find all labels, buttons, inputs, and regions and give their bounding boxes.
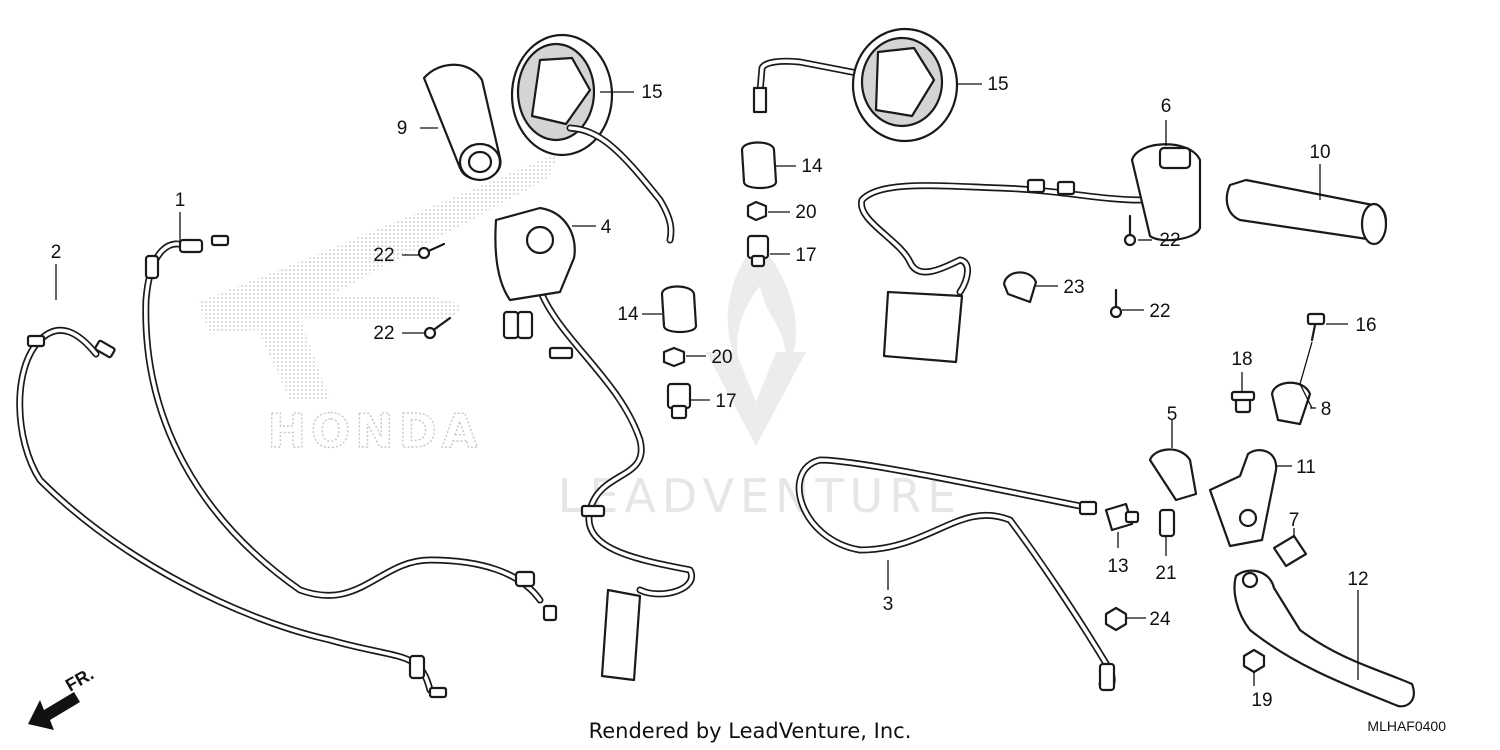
part-21-locknut[interactable] [1158, 508, 1176, 538]
callout-22-upper-right[interactable]: 22 [1159, 230, 1180, 251]
part-22-screw-lower-right[interactable] [1109, 288, 1123, 319]
callout-17-upper[interactable]: 17 [795, 245, 816, 266]
callout-5[interactable]: 5 [1167, 404, 1178, 425]
part-16-bolt[interactable] [1306, 312, 1326, 342]
honda-wing-logo: HONDA [198, 152, 560, 459]
part-15-left-mirror[interactable] [510, 33, 675, 244]
watermark: LEADVENTURE [558, 240, 956, 523]
part-3-brake-cable[interactable] [795, 456, 1116, 692]
watermark-flame-icon [727, 240, 797, 372]
part-6-right-switch[interactable] [858, 143, 1202, 364]
part-14-lower-cap[interactable] [660, 285, 698, 334]
callout-8[interactable]: 8 [1321, 399, 1332, 420]
part-22-screw-upper-left[interactable] [417, 242, 446, 260]
callout-20-lower[interactable]: 20 [711, 347, 732, 368]
callout-13[interactable]: 13 [1107, 556, 1128, 577]
part-4-left-switch[interactable] [494, 206, 696, 682]
part-1-throttle-cable[interactable] [142, 234, 558, 622]
part-14-upper-cap[interactable] [740, 141, 778, 190]
part-24-nut[interactable] [1104, 606, 1128, 632]
watermark-v-icon [706, 352, 806, 446]
part-22-screw-upper-right[interactable] [1123, 214, 1137, 247]
callout-11[interactable]: 11 [1296, 457, 1316, 478]
part-12-clutch-lever[interactable] [1233, 569, 1415, 708]
callout-14-lower[interactable]: 14 [617, 304, 639, 325]
part-22-screw-lower-left[interactable] [423, 316, 452, 340]
front-arrow-icon [28, 692, 80, 730]
part-19-nut[interactable] [1242, 648, 1266, 674]
callout-1[interactable]: 1 [175, 190, 186, 211]
front-direction-indicator: FR. [28, 664, 97, 730]
callout-15-right[interactable]: 15 [987, 74, 1008, 95]
callout-22-lower-right[interactable]: 22 [1149, 301, 1170, 322]
callout-14-upper[interactable]: 14 [801, 156, 823, 177]
callout-20-upper[interactable]: 20 [795, 202, 816, 223]
callout-12[interactable]: 12 [1347, 569, 1368, 590]
part-17-upper-adapter[interactable] [746, 234, 770, 268]
part-23-clamp[interactable] [1002, 271, 1038, 304]
callout-7[interactable]: 7 [1289, 510, 1300, 531]
leader-lines [55, 83, 1359, 686]
diagram-code: MLHAF0400 [1367, 718, 1446, 734]
part-8-holder[interactable] [1270, 381, 1312, 426]
callout-23[interactable]: 23 [1063, 277, 1084, 298]
callout-15-left[interactable]: 15 [641, 82, 662, 103]
rendered-by-text: Rendered by LeadVenture, Inc. [589, 719, 912, 743]
callout-16[interactable]: 16 [1355, 315, 1376, 336]
honda-logo-text: HONDA [268, 404, 483, 458]
callout-3[interactable]: 3 [883, 594, 894, 615]
callouts: 1 2 3 4 5 6 7 8 9 10 11 12 13 14 14 15 1… [51, 74, 1377, 711]
part-9-left-grip[interactable] [422, 63, 502, 182]
part-7-switch[interactable] [1272, 534, 1308, 568]
callout-9[interactable]: 9 [397, 118, 408, 139]
part-10-right-grip[interactable] [1225, 178, 1388, 246]
part-18-bolt[interactable] [1230, 390, 1256, 414]
callout-17-lower[interactable]: 17 [715, 391, 736, 412]
wing-icon [198, 152, 560, 400]
part-17-lower-adapter[interactable] [666, 382, 692, 420]
callout-4[interactable]: 4 [601, 217, 612, 238]
part-20-upper-nut[interactable] [746, 200, 768, 222]
callout-10[interactable]: 10 [1309, 142, 1330, 163]
part-15-right-mirror[interactable] [752, 27, 959, 143]
callout-2[interactable]: 2 [51, 242, 62, 263]
callout-24[interactable]: 24 [1149, 609, 1171, 630]
callout-6[interactable]: 6 [1161, 96, 1172, 117]
callout-21[interactable]: 21 [1155, 563, 1176, 584]
callout-18[interactable]: 18 [1231, 349, 1252, 370]
part-2-clutch-cable[interactable] [16, 326, 448, 699]
callout-22-upper-left[interactable]: 22 [373, 245, 394, 266]
part-20-lower-nut[interactable] [662, 346, 686, 368]
callout-19[interactable]: 19 [1251, 690, 1272, 711]
part-11-lever-bracket[interactable] [1208, 449, 1278, 548]
front-label: FR. [62, 664, 97, 696]
part-13-adjuster[interactable] [1104, 502, 1140, 532]
part-5-dust-cover[interactable] [1148, 448, 1198, 502]
callout-22-lower-left[interactable]: 22 [373, 323, 394, 344]
